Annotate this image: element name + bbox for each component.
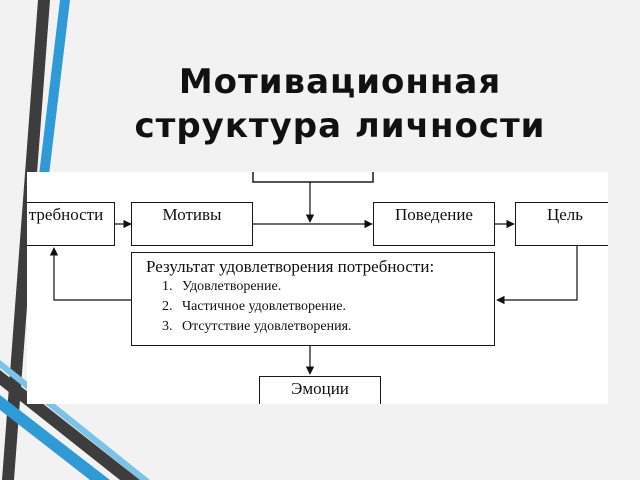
- box-top-partial: [252, 172, 374, 183]
- list-item: 3.Отсутствие удовлетворения.: [162, 319, 352, 334]
- box-emotions-label: Эмоции: [291, 379, 349, 398]
- arrow-result-needs: [49, 247, 131, 301]
- box-goal: Цель: [515, 202, 608, 246]
- arrow-goal-result: [496, 246, 578, 305]
- stripe-blue-lower: [0, 395, 110, 480]
- list-item: 1.Удовлетворение.: [162, 279, 282, 294]
- list-item: 2.Частичное удовлетворение.: [162, 299, 346, 314]
- slide-title-line2: структура личности: [134, 106, 546, 146]
- box-goal-label: Цель: [546, 205, 584, 224]
- result-list: 1.Удовлетворение. 2.Частичное удовлетвор…: [162, 277, 352, 337]
- slide-title: Мотивационная структура личности: [100, 60, 580, 148]
- box-result: Результат удовлетворения потребности: 1.…: [131, 252, 495, 346]
- box-behavior-label: Поведение: [395, 205, 473, 224]
- diagram-panel: требности Мотивы Поведение Цель Результа…: [27, 172, 608, 404]
- diagram-connectors: [49, 172, 578, 375]
- stripe-dark-top: [2, 0, 50, 480]
- box-needs-label: требности: [28, 205, 104, 224]
- box-behavior: Поведение: [373, 202, 495, 246]
- box-motives: Мотивы: [131, 202, 253, 246]
- box-needs: требности: [27, 202, 115, 246]
- box-emotions: Эмоции: [259, 376, 381, 404]
- box-result-title: Результат удовлетворения потребности:: [146, 257, 435, 276]
- box-motives-label: Мотивы: [162, 205, 222, 224]
- slide-title-line1: Мотивационная: [178, 62, 502, 102]
